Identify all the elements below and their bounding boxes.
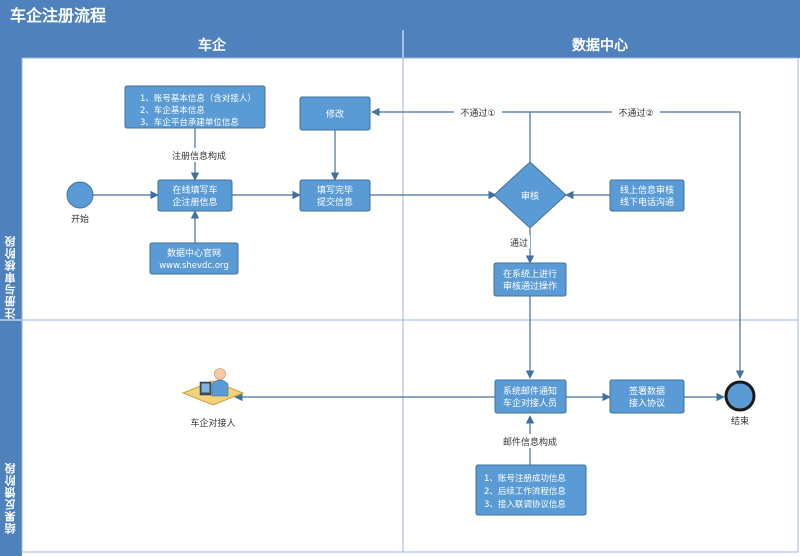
end-caption: 结束 — [731, 415, 749, 427]
info-list-1-line-3: 3、车企平台承建单位信息 — [140, 117, 239, 128]
info-list-box-2 — [475, 464, 587, 516]
info-list-2-line-1: 1、账号注册成功信息 — [484, 473, 566, 484]
label-bg-fail-1 — [454, 105, 502, 119]
online-fill-line-2: 企注册信息 — [172, 196, 217, 208]
sign-agreement-line-2: 接入协议 — [629, 397, 665, 409]
website-line-2: www.shevdc.org — [159, 261, 229, 271]
phase-sidebar — [0, 30, 22, 556]
approve-op-line-1: 在系统上进行 — [503, 268, 557, 280]
review-text: 审核 — [521, 190, 539, 202]
info-list-2-line-3: 3、接入联调协议信息 — [484, 499, 566, 510]
submit-line-1: 填写完毕 — [317, 184, 353, 196]
node-texts: 1、账号基本信息（含对接人） 2、车企基本信息 3、车企平台承建单位信息 在线填… — [140, 93, 674, 510]
offline-comm-line-2: 线下电话沟通 — [620, 196, 674, 208]
nodes — [66, 85, 685, 516]
label-bg-fail-2 — [612, 105, 660, 119]
label-bg-mail-info — [500, 434, 560, 448]
info-list-1-line-1: 1、账号基本信息（含对接人） — [140, 93, 256, 104]
edge-review-fail-2 — [530, 111, 745, 379]
edge-label-mail-info: 邮件信息构成 — [503, 436, 557, 448]
info-list-box-1 — [124, 85, 266, 129]
sign-agreement-line-1: 签署数据 — [629, 385, 665, 397]
offline-comm-box — [609, 179, 685, 212]
website-line-1: 数据中心官网 — [167, 247, 221, 259]
website-box — [149, 242, 239, 275]
start-node — [66, 181, 94, 209]
approve-op-line-2: 审核通过操作 — [503, 280, 557, 292]
title-bar — [0, 0, 800, 30]
edge-label-fail-2: 不通过② — [618, 107, 653, 119]
submit-box — [299, 179, 371, 212]
edge-label-fail-1: 不通过① — [460, 107, 495, 119]
contact-person-caption: 车企对接人 — [190, 417, 235, 429]
offline-comm-line-1: 线上信息审核 — [620, 184, 674, 196]
connectors — [93, 107, 745, 465]
column-header-car-company: 车企 — [198, 37, 227, 54]
info-list-2-line-2: 2、后续工作流程信息 — [484, 486, 566, 497]
edge-review-fail-1 — [371, 107, 531, 162]
modify-text: 修改 — [326, 108, 344, 120]
email-notify-line-2: 车企对接人员 — [503, 397, 557, 409]
swimlane-frame — [21, 57, 799, 553]
phase-label-register: 注册与审核阶段 — [4, 235, 17, 319]
label-bg-reg-info — [170, 148, 228, 162]
end-node — [724, 380, 756, 412]
email-notify-line-1: 系统邮件通知 — [503, 385, 557, 397]
column-header-data-center: 数据中心 — [572, 37, 628, 54]
online-fill-line-1: 在线填写车 — [172, 184, 217, 196]
approve-op-box — [493, 262, 567, 297]
info-list-1-line-2: 2、车企基本信息 — [140, 105, 205, 116]
online-fill-box — [157, 179, 233, 212]
submit-line-2: 提交信息 — [317, 196, 353, 208]
email-notify-box — [494, 379, 567, 414]
start-caption: 开始 — [71, 213, 89, 225]
column-header-bar — [22, 30, 800, 58]
label-bg-pass — [508, 235, 530, 249]
person-desk-icon — [181, 368, 245, 406]
sign-agreement-box — [609, 379, 685, 414]
phase-label-feedback: 结果反馈阶段 — [4, 462, 17, 534]
modify-box — [299, 96, 371, 131]
edge-label-reg-info: 注册信息构成 — [172, 150, 226, 162]
diagram-title: 车企注册流程 — [10, 6, 106, 25]
review-diamond — [493, 161, 567, 229]
edge-label-pass: 通过 — [510, 237, 528, 249]
